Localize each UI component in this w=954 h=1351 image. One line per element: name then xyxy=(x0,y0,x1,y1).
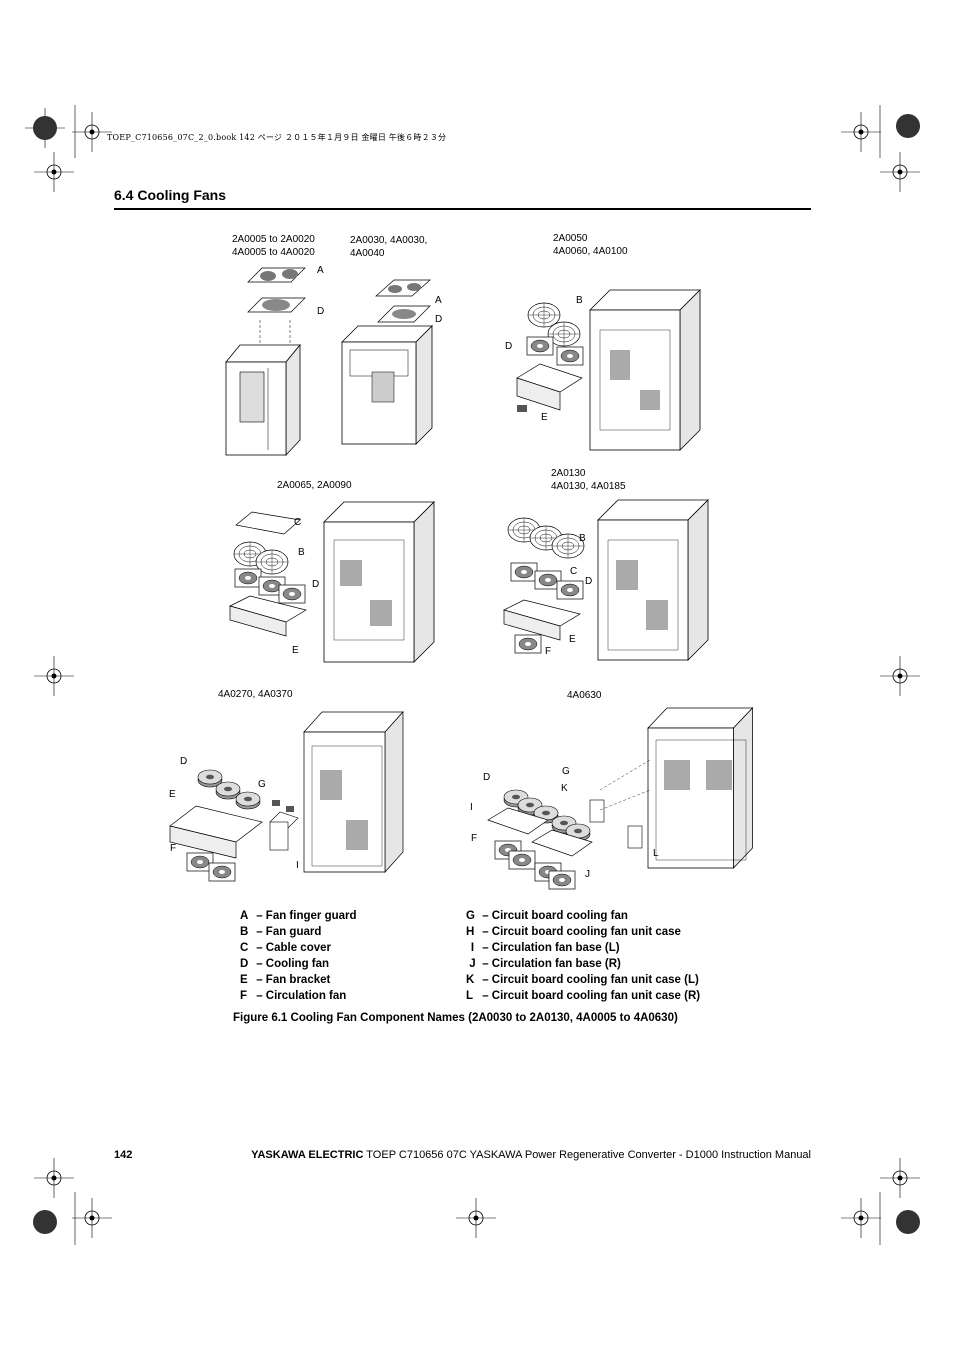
callout-e: E xyxy=(169,789,176,800)
footer-manual-title: YASKAWA ELECTRIC TOEP C710656 07C YASKAW… xyxy=(251,1149,811,1161)
legend-item: A – Fan finger guard xyxy=(240,910,357,922)
callout-d: D xyxy=(483,772,491,783)
callout-b: B xyxy=(298,547,305,558)
legend-right: G – Circuit board cooling fan H – Circui… xyxy=(466,908,700,1004)
callout-j: J xyxy=(585,869,590,880)
book-info-line: TOEP_C710656_07C_2_0.book 142 ページ ２０１５年１… xyxy=(107,133,447,142)
callout-a: A xyxy=(317,265,324,276)
group-label-2a0065: 2A0065, 2A0090 xyxy=(277,480,352,491)
callout-e: E xyxy=(569,634,576,645)
callout-f: F xyxy=(170,843,177,854)
legend-item: D – Cooling fan xyxy=(240,958,330,970)
group-label-4a0630: 4A0630 xyxy=(567,690,602,701)
callout-c: C xyxy=(570,566,578,577)
callout-f: F xyxy=(471,833,478,844)
legend-item: F – Circulation fan xyxy=(240,990,347,1002)
callout-b: B xyxy=(579,533,586,544)
page-number: 142 xyxy=(114,1149,133,1161)
section-rule xyxy=(114,208,811,210)
callout-c: C xyxy=(294,517,302,528)
legend-item: C – Cable cover xyxy=(240,942,331,954)
callout-l: L xyxy=(653,848,659,859)
callout-e: E xyxy=(541,412,548,423)
footer-brand: YASKAWA ELECTRIC xyxy=(251,1149,364,1161)
legend-item: I – Circulation fan base (L) xyxy=(470,942,620,954)
callout-d: D xyxy=(312,579,320,590)
callout-f: F xyxy=(545,646,552,657)
callout-d: D xyxy=(505,341,513,352)
callout-k: K xyxy=(561,783,568,794)
callout-b: B xyxy=(576,295,583,306)
legend-item: B – Fan guard xyxy=(240,926,322,938)
legend-item: E – Fan bracket xyxy=(240,974,331,986)
legend-left: A – Fan finger guard B – Fan guard C – C… xyxy=(240,908,357,1004)
legend-item: K – Circuit board cooling fan unit case … xyxy=(466,974,699,986)
callout-i: I xyxy=(296,860,299,871)
footer-manual: TOEP C710656 07C YASKAWA Power Regenerat… xyxy=(366,1149,811,1161)
callout-d: D xyxy=(585,576,593,587)
legend-item: L – Circuit board cooling fan unit case … xyxy=(466,990,701,1002)
callout-i: I xyxy=(470,802,473,813)
callout-g: G xyxy=(562,766,570,777)
callout-a: A xyxy=(435,295,442,306)
legend-item: H – Circuit board cooling fan unit case xyxy=(466,926,681,938)
group-label-2a0030: 2A0030, 4A0030,4A0040 xyxy=(350,235,428,259)
callout-d: D xyxy=(317,306,325,317)
callout-e: E xyxy=(292,645,299,656)
group-label-4a0270: 4A0270, 4A0370 xyxy=(218,689,293,700)
callout-g: G xyxy=(258,779,266,790)
figure-caption: Figure 6.1 Cooling Fan Component Names (… xyxy=(233,1012,678,1024)
legend-item: J – Circulation fan base (R) xyxy=(469,958,621,970)
legend-item: G – Circuit board cooling fan xyxy=(466,910,628,922)
callout-d: D xyxy=(180,756,188,767)
callout-d: D xyxy=(435,314,443,325)
section-title: 6.4 Cooling Fans xyxy=(114,187,227,203)
